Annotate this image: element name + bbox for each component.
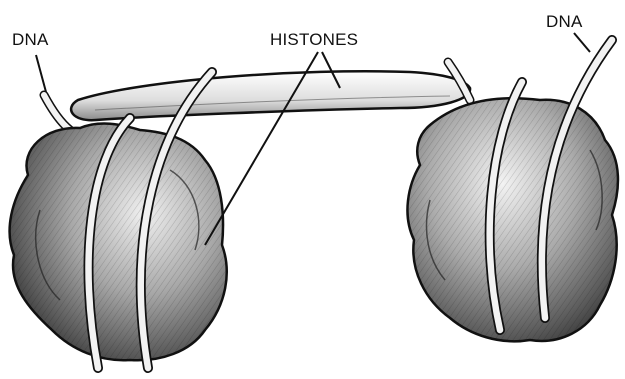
histone-octamer-right <box>407 98 618 341</box>
linker-dna <box>71 71 470 120</box>
label-histones: HISTONES <box>270 30 358 50</box>
histone-octamer-left <box>10 124 227 361</box>
label-dna-left: DNA <box>12 30 49 50</box>
leader-dna-right <box>574 33 590 52</box>
label-dna-right: DNA <box>546 12 583 32</box>
leader-dna-left <box>36 55 46 92</box>
